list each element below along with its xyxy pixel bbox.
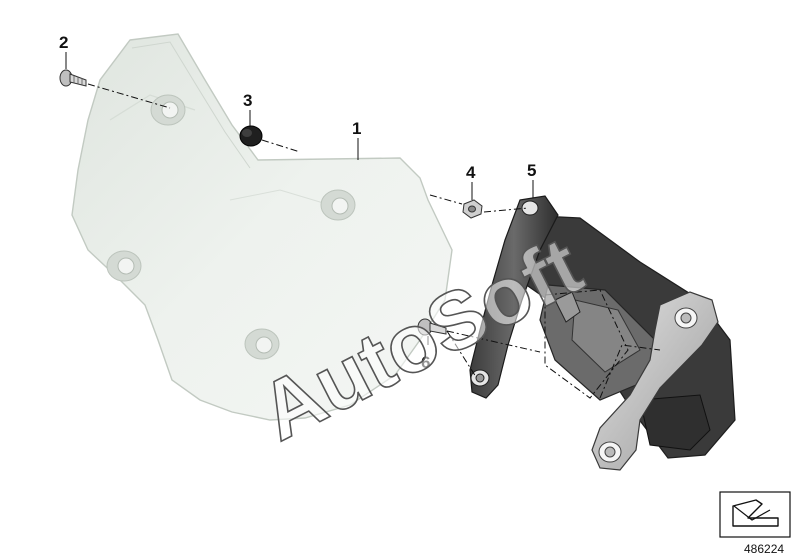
callout-3: 3 [243, 91, 252, 110]
assembly-line [261, 139, 301, 153]
assembly-line [483, 207, 529, 213]
assembly-line [446, 330, 477, 378]
callout-2: 2 [59, 33, 68, 52]
windshield-mount-hole [244, 328, 280, 360]
windshield-mount-hole [320, 189, 356, 221]
arrow-down-left-icon[interactable] [719, 491, 791, 538]
assembly-line [446, 330, 541, 353]
windshield-mount-hole [106, 250, 142, 282]
assembly-line [429, 194, 463, 205]
screw-part-2 [59, 69, 87, 87]
screw-part-6 [417, 318, 447, 336]
nut-part-4 [462, 199, 483, 219]
bracket-part [469, 195, 736, 471]
callout-1: 1 [352, 119, 361, 138]
windshield-mount-hole [150, 94, 186, 126]
callout-4: 4 [466, 163, 476, 182]
assembly-line [87, 83, 171, 109]
callout-5: 5 [527, 161, 536, 180]
document-number: 486224 [744, 542, 784, 556]
grommet-part-3 [239, 125, 263, 147]
windshield-part [71, 33, 453, 421]
callout-6: 6 [421, 353, 430, 372]
